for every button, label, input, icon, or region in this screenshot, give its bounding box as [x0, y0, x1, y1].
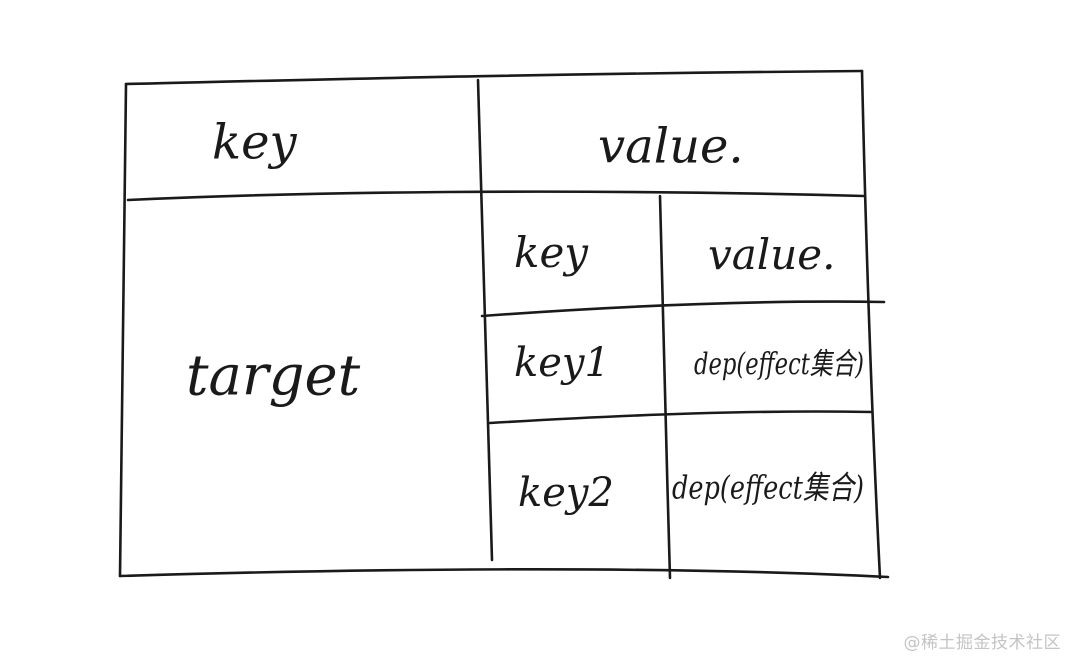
outer-header-key-label: key — [212, 115, 297, 171]
inner-row-1-key: key1 — [514, 340, 610, 386]
outer-column-divider — [476, 78, 494, 562]
inner-row-1-value: dep(effect集合) — [694, 347, 864, 382]
outer-header-value-label: value. — [598, 119, 744, 175]
outer-right-border — [860, 69, 882, 580]
inner-column-divider — [658, 194, 672, 580]
inner-table-labels: key value. key1 dep(effect集合) key2 dep(e… — [514, 228, 864, 516]
inner-row-divider-2 — [488, 410, 874, 425]
outer-header-divider — [126, 190, 866, 202]
outer-table-labels: key value. target — [186, 115, 744, 409]
outer-row-target-label: target — [186, 344, 361, 409]
inner-row-2-key: key2 — [518, 470, 614, 516]
outer-bottom-border — [118, 568, 890, 579]
outer-top-border — [124, 69, 864, 86]
inner-row-divider-1 — [480, 300, 886, 318]
table-grid-lines — [118, 69, 890, 580]
inner-header-value-label: value. — [708, 230, 835, 279]
watermark-text: @稀土掘金技术社区 — [903, 633, 1061, 653]
inner-header-key-label: key — [514, 228, 589, 277]
outer-left-border — [118, 82, 128, 578]
inner-row-2-value: dep(effect集合) — [672, 469, 864, 507]
